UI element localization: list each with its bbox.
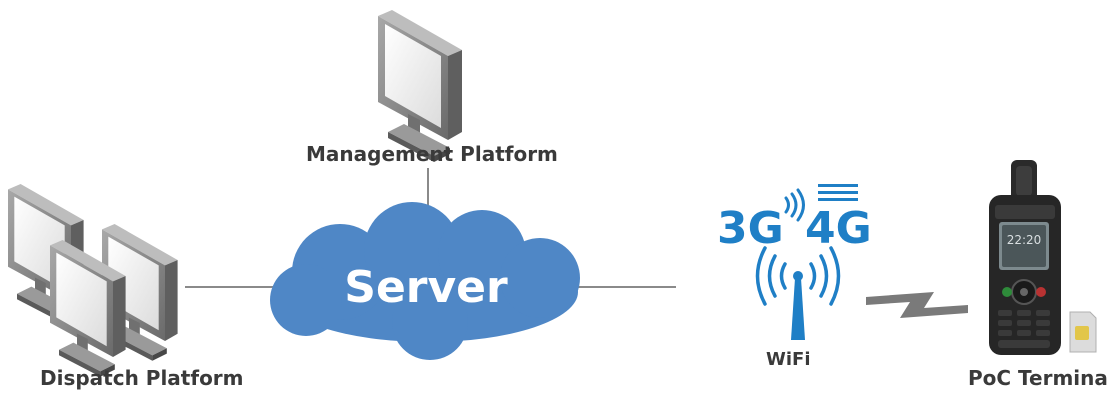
management-platform-label: Management Platform	[306, 142, 558, 166]
wifi-label: WiFi	[766, 349, 811, 370]
wifi-antenna-icon	[755, 246, 841, 340]
monitor-icon	[378, 10, 462, 162]
3g-label: 3G	[717, 203, 784, 254]
server-label: Server	[344, 262, 508, 313]
signal-waves-icon	[784, 188, 805, 222]
4g-bars-icon	[818, 184, 858, 201]
radio-device-icon: 22:20	[989, 160, 1061, 355]
4g-label: 4G	[805, 203, 872, 254]
poc-terminal-label: PoC Terminal	[968, 366, 1107, 390]
dispatch-platform-label: Dispatch Platform	[40, 366, 244, 390]
sim-card-icon	[1069, 311, 1097, 353]
lightning-link-icon	[866, 292, 968, 318]
svg-text:22:20: 22:20	[1007, 233, 1042, 247]
cloud-icon	[270, 202, 580, 360]
